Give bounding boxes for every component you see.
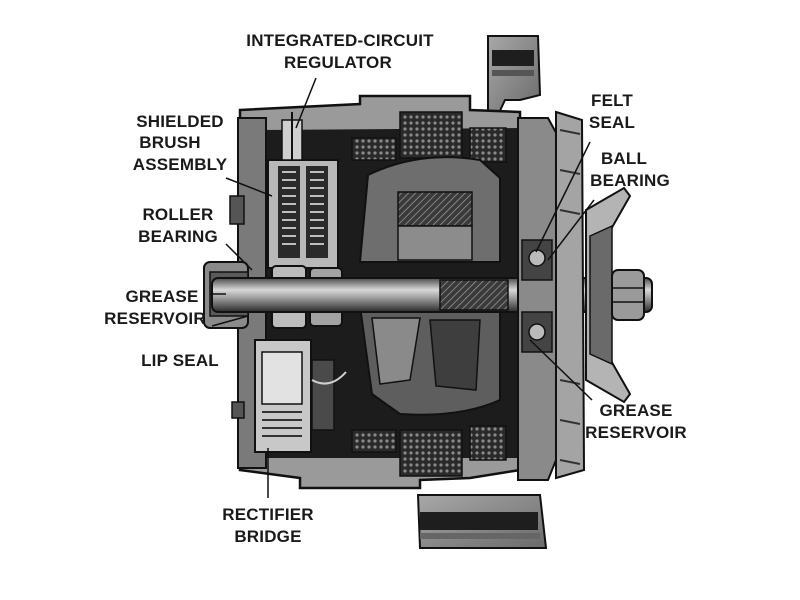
label-ball-bearing-line2: BEARING (590, 171, 670, 190)
label-rectifier-line2: BRIDGE (234, 527, 301, 546)
pulley-nut (611, 269, 645, 321)
label-lip-seal: LIP SEAL (141, 351, 219, 370)
label-ball-bearing-line1: BALL (601, 149, 647, 168)
label-assembly-line3: ASSEMBLY (133, 155, 228, 174)
label-ic-regulator-line1: INTEGRATED-CIRCUIT (246, 31, 434, 50)
leader-brush-assembly (225, 177, 273, 197)
label-grease-right-line1: GREASE (600, 401, 673, 420)
label-grease-left-line1: GREASE (126, 287, 199, 306)
label-shielded-line1: SHIELDED (136, 112, 224, 131)
leader-lip-seal (211, 315, 249, 327)
leader-roller-bearing (225, 243, 253, 271)
label-rectifier-line1: RECTIFIER (222, 505, 314, 524)
front-housing (517, 117, 561, 481)
leader-regulator (295, 77, 317, 129)
stator-winding-bottom (399, 429, 463, 477)
leader-grease-right (529, 339, 593, 401)
label-felt-seal-line1: FELT (591, 91, 633, 110)
leader-lines (210, 77, 595, 498)
label-brush-line2: BRUSH (139, 133, 200, 152)
label-grease-right-line2: RESERVOIR (585, 423, 687, 442)
alternator-body (203, 35, 653, 549)
leader-felt-seal (535, 141, 591, 253)
stator-winding-top (399, 111, 463, 159)
label-roller-line2: BEARING (138, 227, 218, 246)
callouts: INTEGRATED-CIRCUIT REGULATOR SHIELDED BR… (104, 31, 687, 546)
label-ic-regulator-line2: REGULATOR (284, 53, 392, 72)
leader-ball-bearing (547, 199, 595, 261)
label-felt-seal-line2: SEAL (589, 113, 635, 132)
label-roller-line1: ROLLER (142, 205, 213, 224)
label-grease-left-line2: RESERVOIR (104, 309, 206, 328)
